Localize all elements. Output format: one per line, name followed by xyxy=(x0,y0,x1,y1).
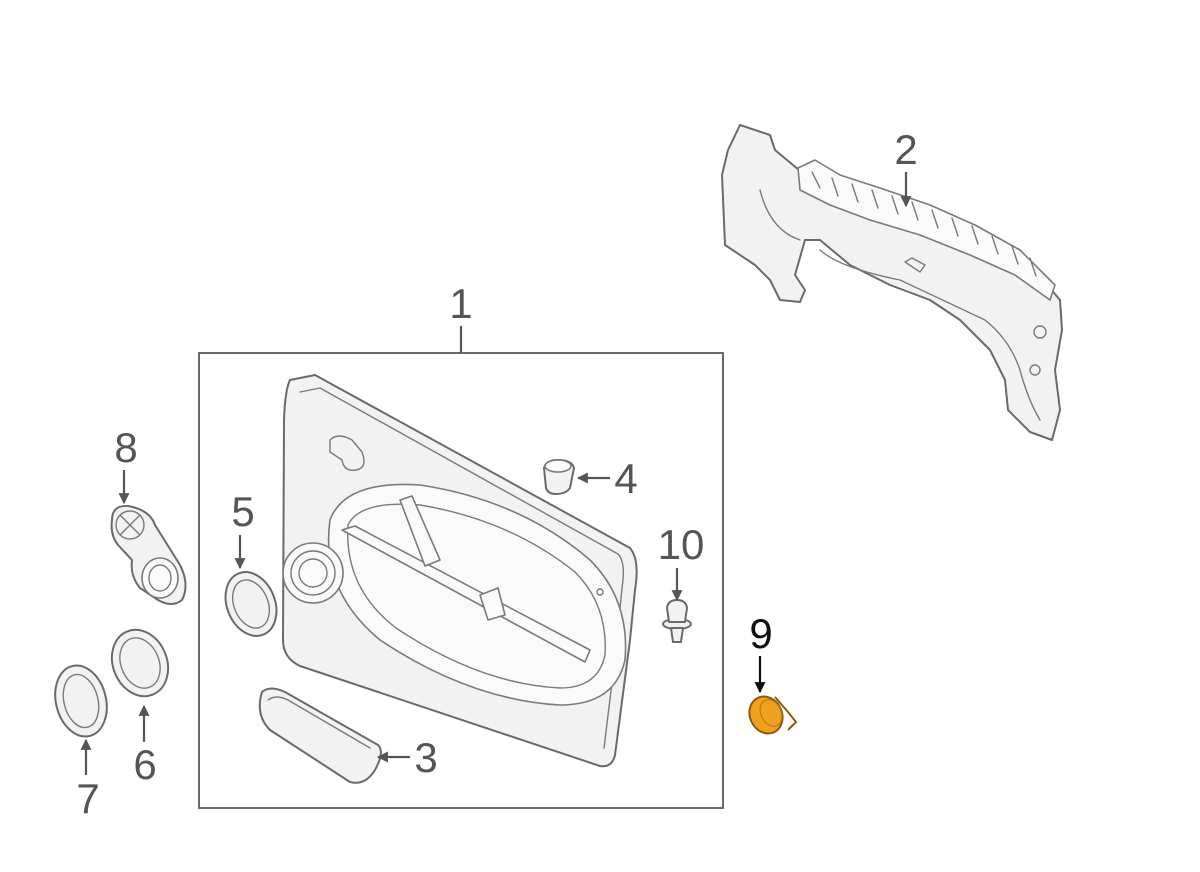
speaker-bracket-8 xyxy=(110,504,187,605)
grommet xyxy=(543,459,575,495)
speaker-ring-5 xyxy=(224,571,278,637)
callout-5: 5 xyxy=(231,488,254,535)
callout-3: 3 xyxy=(414,734,437,781)
callout-10: 10 xyxy=(658,521,705,568)
armrest-pad xyxy=(258,687,382,784)
speaker-trim-ring-6 xyxy=(110,628,170,698)
cap-highlighted xyxy=(748,695,798,735)
door-trim-panel xyxy=(282,374,638,768)
callout-6: 6 xyxy=(133,741,156,788)
push-clip xyxy=(662,599,692,643)
callout-2: 2 xyxy=(894,126,917,173)
callout-4: 4 xyxy=(614,455,637,502)
callout-7: 7 xyxy=(76,775,99,822)
callout-9: 9 xyxy=(749,610,772,657)
door-frame-reinforcement xyxy=(721,124,1063,441)
callout-1: 1 xyxy=(449,280,472,327)
tweeter-trim-ring-7 xyxy=(54,664,108,738)
callout-8: 8 xyxy=(114,424,137,471)
